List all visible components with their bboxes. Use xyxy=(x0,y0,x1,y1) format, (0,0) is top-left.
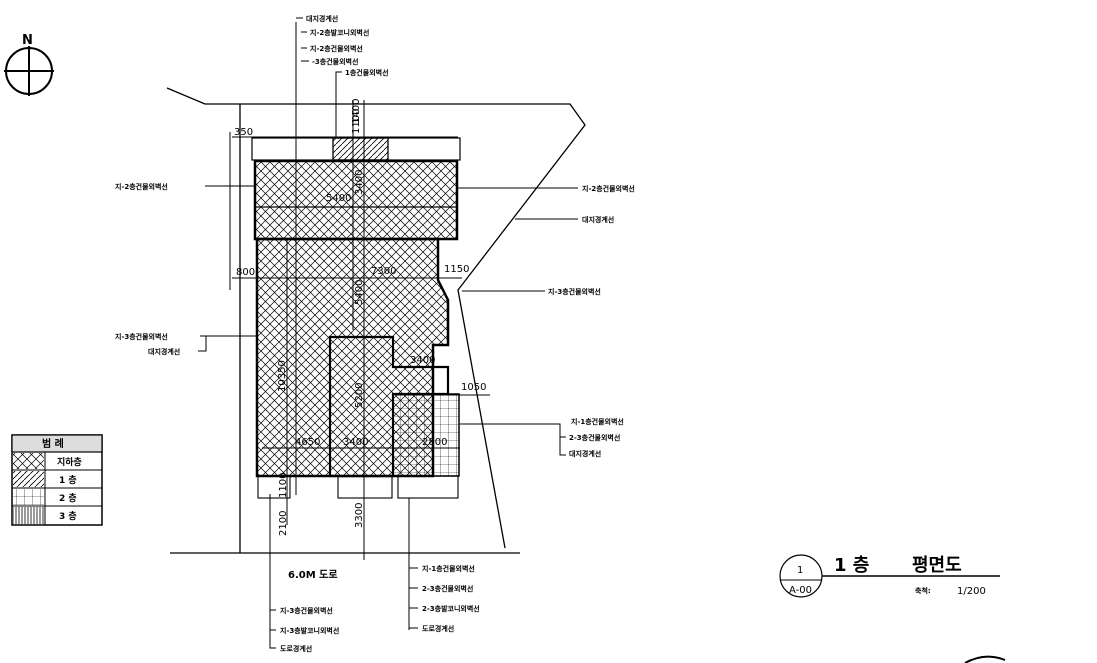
dim-1100-top: 1100 xyxy=(351,109,362,134)
callout-right-4: 지-1층건물외벽선 xyxy=(571,417,624,426)
dim-7300: 7300 xyxy=(371,266,396,277)
legend-swatch-basement xyxy=(13,453,44,469)
callout-right-5: 2-3층건물외벽선 xyxy=(569,433,620,442)
sheet-number: 1 xyxy=(797,565,803,576)
scale-value: 1/200 xyxy=(957,586,986,597)
title-block: 1 A-00 1 층 평면도 축척: 1/200 xyxy=(779,554,1000,598)
dim-10350: 10350 xyxy=(277,360,288,392)
drawing-title: 평면도 xyxy=(912,555,962,576)
dim-350: 350 xyxy=(234,127,253,138)
dim-2800: 2800 xyxy=(422,437,447,448)
callout-right-3: 지-3층건물외벽선 xyxy=(548,287,601,296)
site-boundary xyxy=(166,87,586,554)
dim-5400-mid: 5400 xyxy=(354,280,365,305)
dim-3400-mid: 3400 xyxy=(410,355,435,366)
dim-1050: 1050 xyxy=(461,382,486,393)
dimension-labels: 350 1100 1400 3400 5400 800 7300 1150 54… xyxy=(234,99,486,536)
legend-row-3f: 3 층 xyxy=(59,510,77,522)
legend-swatch-2f xyxy=(13,489,44,505)
callout-top-2: 지-2층발코니외벽선 xyxy=(310,28,369,37)
callout-left-2: 지-3층건물외벽선 xyxy=(115,332,168,341)
legend-row-1f: 1 층 xyxy=(59,474,77,486)
balcony-outline-bottom xyxy=(257,475,459,499)
callout-bottom-1: 지-1층건물외벽선 xyxy=(422,564,475,573)
dim-3400-top: 3400 xyxy=(354,170,365,195)
sheet-reference: A-00 xyxy=(789,585,812,596)
callout-top-1: 대지경계선 xyxy=(306,14,338,23)
corner-stamp-mark xyxy=(964,655,1006,663)
legend-row-2f: 2 층 xyxy=(59,492,77,504)
dimension-lines xyxy=(229,22,490,630)
dim-5200: 5200 xyxy=(354,383,365,408)
legend-swatch-3f xyxy=(13,507,44,524)
callout-top-4: -3층건물외벽선 xyxy=(312,57,358,66)
floor-title: 1 층 xyxy=(834,555,869,576)
road-label: 6.0M 도로 xyxy=(288,569,338,581)
dim-1400: 1400 xyxy=(351,99,362,124)
callout-top-5: 1층건물외벽선 xyxy=(345,68,389,77)
dim-3400-low: 3400 xyxy=(343,437,368,448)
dim-1100-low: 1100 xyxy=(278,473,289,498)
dim-3300: 3300 xyxy=(354,503,365,528)
callout-right-1: 지-2층건물외벽선 xyxy=(582,184,635,193)
legend: 범 례 지하층 1 층 2 층 3 층 xyxy=(11,434,103,526)
dim-4650: 4650 xyxy=(295,437,320,448)
stair-block xyxy=(332,137,389,161)
scale-label: 축척: xyxy=(915,586,931,595)
callout-bottom-4: 도로경계선 xyxy=(422,624,454,633)
dim-5400-top: 5400 xyxy=(326,193,351,204)
floor-2-3-area xyxy=(392,393,460,477)
callout-right-2: 대지경계선 xyxy=(582,215,614,224)
legend-title: 범 례 xyxy=(42,437,64,450)
callout-right-6: 대지경계선 xyxy=(569,449,601,458)
top-callout-leaders xyxy=(296,17,342,137)
callout-bottom-7: 도로경계선 xyxy=(280,644,312,653)
legend-swatch-1f xyxy=(13,471,44,487)
legend-row-basement: 지하층 xyxy=(57,456,82,468)
callout-bottom-5: 지-3층건물외벽선 xyxy=(280,606,333,615)
callout-top-3: 지-2층건물외벽선 xyxy=(310,44,363,53)
dim-2100: 2100 xyxy=(278,511,289,536)
callout-bottom-2: 2-3층건물외벽선 xyxy=(422,584,473,593)
callout-left-3: 대지경계선 xyxy=(148,347,180,356)
dim-1150: 1150 xyxy=(444,264,469,275)
callout-bottom-6: 지-3층발코니외벽선 xyxy=(280,626,339,635)
basement-2-floor-area xyxy=(253,159,459,241)
north-arrow-icon: N xyxy=(4,33,54,96)
callout-bottom-3: 2-3층발코니외벽선 xyxy=(422,604,480,613)
dim-800: 800 xyxy=(236,267,255,278)
north-label: N xyxy=(22,33,33,48)
callout-left-1: 지-2층건물외벽선 xyxy=(115,182,168,191)
